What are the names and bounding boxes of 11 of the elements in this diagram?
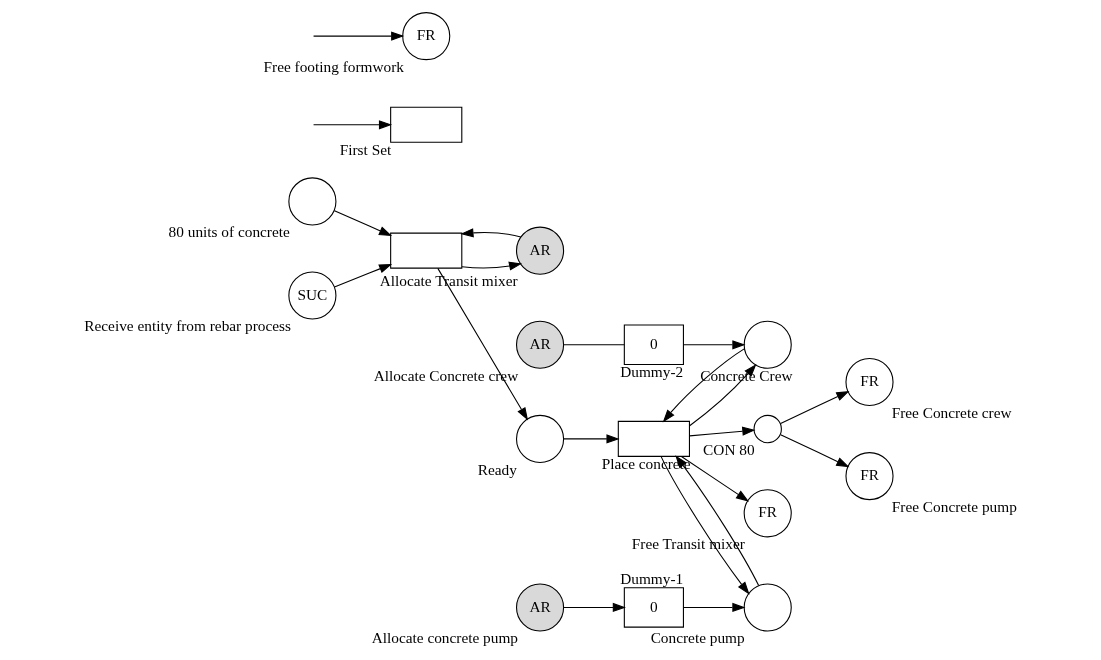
node-label: Allocate concrete pump <box>371 629 518 647</box>
node-label: Dummy-1 <box>619 569 683 587</box>
node-label: Concrete pump <box>650 629 745 647</box>
node-label: Free footing formwork <box>263 57 404 75</box>
node-label: CON 80 <box>702 440 755 458</box>
node-label: Free Concrete pump <box>891 497 1017 515</box>
node-label: Receive entity from rebar process <box>83 317 291 335</box>
node-label: 80 units of concrete <box>168 223 290 241</box>
node-label: Ready <box>477 460 517 478</box>
node-label: Free Concrete crew <box>891 403 1012 421</box>
node-label: First Set <box>339 140 391 158</box>
